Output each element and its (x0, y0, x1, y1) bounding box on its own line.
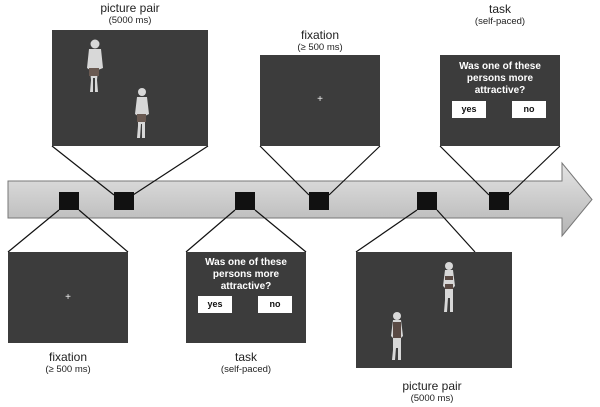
connector-line (132, 145, 209, 196)
picture-pair-screen-top (52, 30, 208, 146)
connector-line (51, 145, 115, 196)
label-picture-pair-bottom: picture pair (5000 ms) (402, 379, 461, 405)
label-task-top: task (self-paced) (475, 2, 525, 28)
attractiveness-question: Was one of these persons more attractive… (205, 257, 287, 292)
fixation-cross: + (65, 292, 71, 303)
no-button[interactable]: no (512, 101, 546, 118)
step-label: task (488, 2, 512, 16)
male-figures-image (87, 39, 149, 138)
step-label: picture pair (100, 1, 160, 15)
fixation-screen-top: + (260, 55, 380, 146)
fixation-screen-bottom: + (8, 252, 128, 343)
step-label: fixation (48, 350, 88, 364)
fixation-cross: + (317, 94, 323, 105)
connector-line (439, 145, 490, 196)
female-figures-image (391, 262, 455, 360)
connector-line (185, 209, 236, 253)
step-duration: (≥ 500 ms) (297, 42, 343, 54)
yes-button[interactable]: yes (452, 101, 486, 118)
connector-line (355, 209, 418, 253)
picture-pair-screen-bottom (356, 252, 512, 368)
connector-line (259, 145, 310, 196)
step-label: picture pair (402, 379, 462, 393)
timeline-marker (309, 192, 329, 210)
task-screen-bottom: Was one of these persons more attractive… (186, 252, 306, 343)
step-duration: (5000 ms) (410, 393, 454, 405)
step-duration: (self-paced) (220, 364, 272, 376)
label-fixation-top: fixation (≥ 500 ms) (297, 28, 342, 54)
label-fixation-bottom: fixation (≥ 500 ms) (45, 350, 90, 376)
step-duration: (self-paced) (474, 16, 526, 28)
task-screen-top: Was one of these persons more attractive… (440, 55, 560, 146)
label-picture-pair-top: picture pair (5000 ms) (100, 1, 159, 27)
yes-button[interactable]: yes (198, 296, 232, 313)
connector-line (254, 209, 307, 253)
attractiveness-question: Was one of these persons more attractive… (459, 61, 541, 96)
connector-line (508, 145, 561, 196)
connector-line (328, 145, 381, 196)
connector-line (78, 209, 129, 253)
step-label: task (234, 350, 258, 364)
step-label: fixation (300, 28, 340, 42)
label-task-bottom: task (self-paced) (221, 350, 271, 376)
timeline-marker (489, 192, 509, 210)
connector-line (436, 209, 476, 253)
timeline-marker (235, 192, 255, 210)
timeline-marker (417, 192, 437, 210)
timeline-marker (59, 192, 79, 210)
no-button[interactable]: no (258, 296, 292, 313)
timeline-marker (114, 192, 134, 210)
step-duration: (5000 ms) (108, 15, 152, 27)
step-duration: (≥ 500 ms) (45, 364, 91, 376)
connector-line (7, 209, 60, 253)
